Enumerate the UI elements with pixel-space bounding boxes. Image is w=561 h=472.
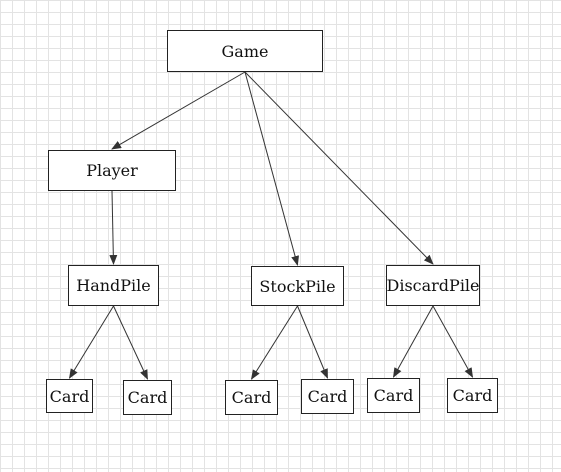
edge-stockpile-to-stock_card_2: [297, 305, 328, 379]
node-player: Player: [48, 150, 176, 191]
edge-handpile-to-hand_card_1: [68, 305, 114, 379]
node-handpile: HandPile: [68, 265, 159, 306]
edge-discardpile-to-discard_card_1: [393, 305, 434, 378]
edge-player-to-handpile: [109, 190, 118, 265]
node-card: Card: [123, 380, 172, 415]
node-card: Card: [225, 380, 278, 415]
node-card: Card: [301, 379, 354, 414]
edge-stockpile-to-stock_card_1: [250, 305, 298, 380]
edge-discardpile-to-discard_card_2: [432, 305, 473, 378]
node-game: Game: [167, 30, 323, 72]
edge-handpile-to-hand_card_2: [113, 305, 148, 380]
node-discardpile: DiscardPile: [386, 265, 480, 306]
node-card: Card: [46, 379, 93, 413]
node-card: Card: [367, 378, 420, 413]
node-stockpile: StockPile: [251, 266, 344, 306]
edge-game-to-stockpile: [244, 71, 299, 266]
edge-game-to-player: [111, 71, 246, 150]
edge-game-to-discardpile: [244, 71, 434, 265]
node-card: Card: [447, 378, 498, 413]
